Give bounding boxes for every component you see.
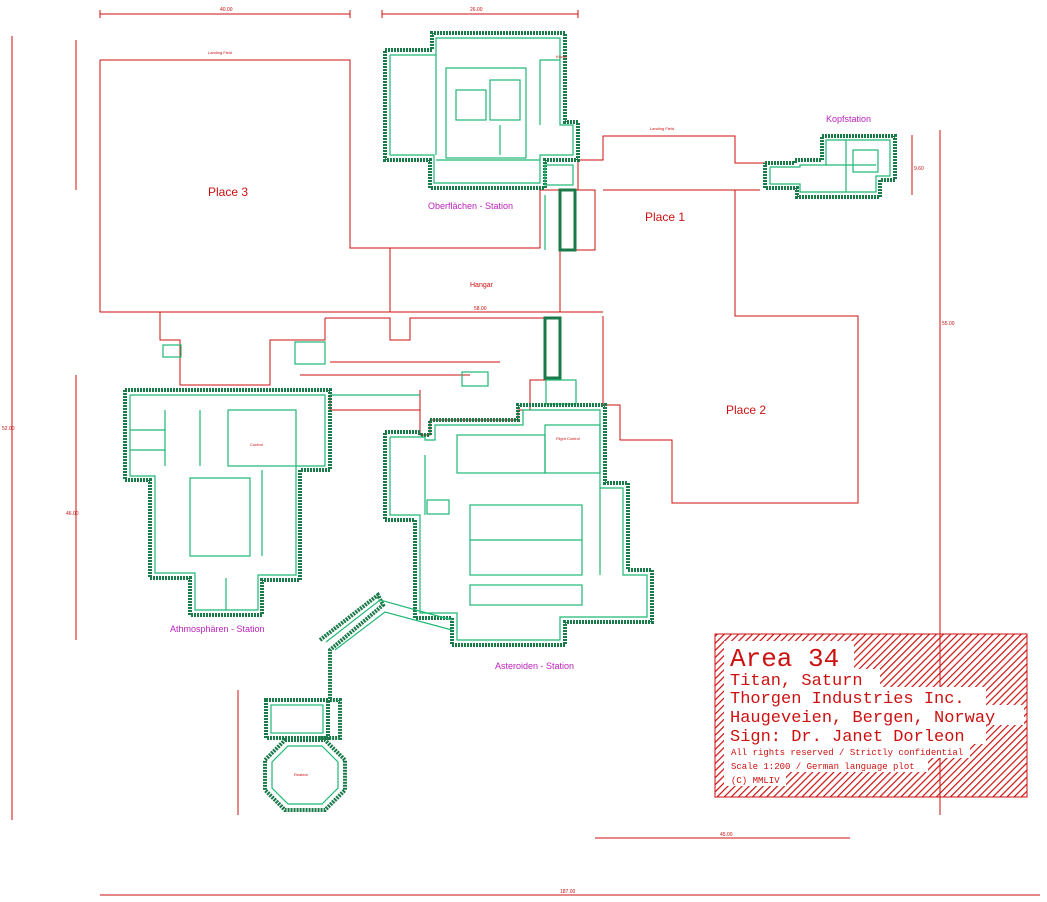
title-block-address: Haugeveien, Bergen, Norway [730,709,995,728]
title-block-copyright: (C) MMLIV [731,776,780,786]
label-place-2: Place 2 [726,403,766,417]
kopf-station [763,134,897,199]
title-block: Area 34 Titan, Saturn Thorgen Industries… [714,633,1028,798]
dim-bottom-right: 45.00 [720,832,733,838]
dim-top-mid: 26.00 [470,7,483,13]
dim-left-total: 52.00 [2,426,15,432]
title-block-location: Titan, Saturn [730,672,863,691]
dimension-lines: 40.00 26.00 9.60 55.00 52.00 46.00 187.0… [2,7,1040,896]
title-block-rights: All rights reserved / Strictly confident… [731,748,963,758]
label-hangar: Hangar [470,282,494,289]
room-reaktor: Reaktor [294,772,309,777]
dim-right-mid: 55.00 [942,321,955,327]
label-landing-field-right: Landing Field [650,126,674,131]
station-kopf: Kopfstation [826,114,871,124]
title-block-signature: Sign: Dr. Janet Dorleon [730,728,965,747]
station-oberflaechen: Oberflächen - Station [428,201,513,211]
title-block-company: Thorgen Industries Inc. [730,690,965,709]
room-control-athmo: Control [250,442,263,447]
dim-hangar-width: 58.00 [474,306,487,312]
room-kueche: Küche [556,54,568,59]
dim-left-mid: 46.00 [66,511,79,517]
asteroiden-station: Flight Control [383,403,654,647]
title-block-area: Area 34 [730,644,839,674]
dim-bottom-total: 187.00 [560,889,576,895]
station-asteroiden: Asteroiden - Station [495,661,574,671]
central-corridor [294,316,577,436]
title-block-scale: Scale 1:200 / German language plot [731,762,915,772]
label-place-3: Place 3 [208,185,248,199]
dim-right-top: 9.60 [914,166,924,172]
athmosphaeren-station: Control [123,344,332,617]
oberflaechen-station: Küche [383,31,580,190]
room-flight-control: Flight Control [556,436,580,441]
dim-top-left: 40.00 [220,7,233,13]
reactor-wing: Reaktor [263,591,453,812]
label-landing-field-left: Landing Field [208,50,232,55]
north-corridor [544,164,577,252]
label-place-1: Place 1 [645,210,685,224]
station-athmosphaeren: Athmosphären - Station [170,624,265,634]
